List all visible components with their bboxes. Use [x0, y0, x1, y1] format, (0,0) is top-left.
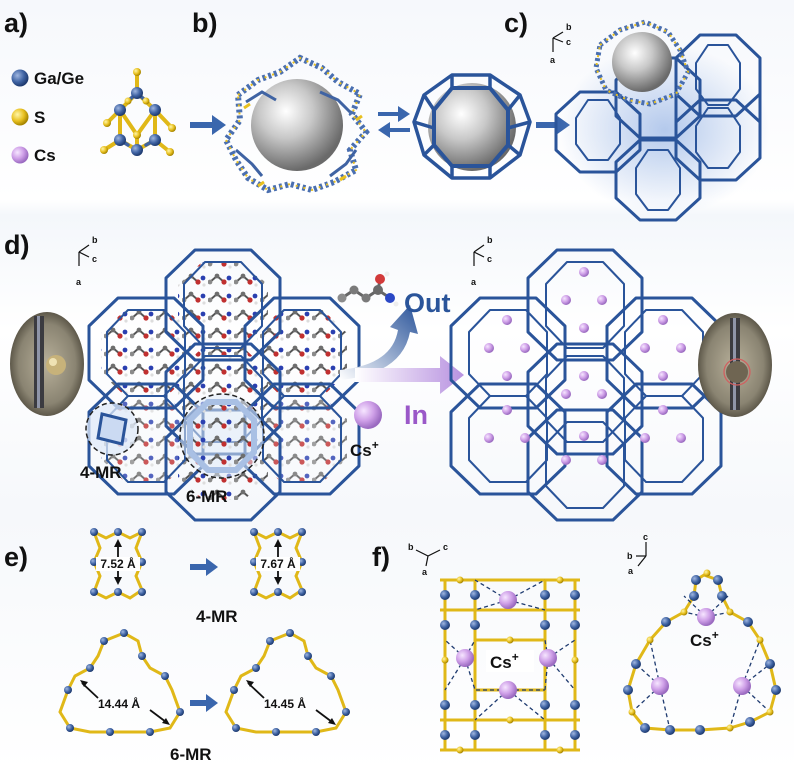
in-arrow	[355, 356, 464, 394]
axis-a-label-d2: a	[471, 277, 477, 287]
crystal-photo-right	[698, 313, 772, 417]
cs-coordination-ring-right: Cs+	[623, 569, 781, 735]
four-mr-label-e: 4-MR	[196, 607, 238, 626]
axis-b-label-d1: b	[92, 235, 98, 245]
axis-c-label-f2: c	[643, 532, 648, 542]
four-ring-highlight	[85, 402, 139, 456]
cs-ion-label-f1: Cs+	[490, 650, 519, 672]
axis-triad-f-right: c b a	[627, 532, 648, 576]
axis-c-label-d2: c	[487, 254, 492, 264]
axis-a-label-f1: a	[422, 567, 428, 577]
six-ring-after: 14.45 Å	[224, 629, 350, 736]
in-label: In	[404, 400, 428, 430]
dimension-6mr-after: 14.45 Å	[264, 696, 306, 711]
organic-molecule-out	[337, 271, 399, 307]
axis-c-label-c: c	[566, 37, 571, 47]
cage-polyhedron	[412, 73, 532, 180]
arrow-a-to-b	[190, 115, 226, 135]
panel-d-label: d)	[4, 230, 29, 260]
panel-c-label: c)	[504, 8, 528, 38]
dimension-6mr-before: 14.44 Å	[98, 696, 140, 711]
six-mr-label-e: 6-MR	[170, 745, 212, 764]
axis-c-label-f1: c	[443, 542, 448, 552]
legend-gage-swatch	[11, 69, 29, 87]
axis-c-label-d1: c	[92, 254, 97, 264]
six-mr-label-d: 6-MR	[186, 487, 228, 506]
six-ring-before: 14.44 Å	[58, 629, 184, 736]
cage-with-sphere	[222, 54, 370, 194]
dimension-4mr-after: 7.67 Å	[260, 556, 296, 571]
sodalite-framework-d-left	[87, 248, 361, 522]
arrow-e-4mr	[190, 558, 218, 576]
axis-b-label-f1: b	[408, 542, 414, 552]
axis-triad-d-right: b c a	[471, 235, 493, 287]
legend-gage-label: Ga/Ge	[34, 69, 84, 88]
axis-b-label-f2: b	[627, 551, 633, 561]
supertetrahedral-cluster	[100, 68, 176, 156]
axis-a-label-d1: a	[76, 277, 82, 287]
cs-ion-label-d: Cs+	[350, 438, 379, 460]
arrow-e-6mr	[190, 694, 218, 712]
crystal-photo-left	[10, 312, 84, 416]
out-arrow	[340, 305, 418, 380]
panel-f-label: f)	[372, 542, 390, 572]
axis-a-label-c: a	[550, 55, 556, 65]
cs-coordination-cluster-left: Cs+	[440, 576, 580, 754]
panel-a-label: a)	[4, 8, 28, 38]
four-ring-after: 7.67 Å	[250, 528, 306, 600]
four-ring-before: 7.52 Å	[90, 528, 146, 600]
panel-e-label: e)	[4, 542, 28, 572]
axis-triad-f-left: b c a	[408, 542, 448, 577]
panel-b-label: b)	[192, 8, 217, 38]
dimension-4mr-before: 7.52 Å	[100, 556, 136, 571]
equilibrium-arrows	[378, 106, 410, 138]
cage-with-sphere-c	[593, 19, 691, 107]
sodalite-framework-d-right	[449, 248, 723, 522]
axis-a-label-f2: a	[628, 566, 634, 576]
legend-cs-label: Cs	[34, 146, 56, 165]
axis-b-label-c: b	[566, 22, 572, 32]
axis-b-label-d2: b	[487, 235, 493, 245]
cs-cations	[484, 267, 686, 465]
axis-triad-c: b c a	[550, 22, 572, 65]
out-label: Out	[404, 288, 451, 318]
six-ring-highlight	[179, 393, 265, 479]
legend-s-swatch	[11, 108, 29, 126]
cs-ion-symbol	[354, 401, 382, 429]
axis-triad-d-left: b c a	[76, 235, 98, 287]
legend-cs-swatch	[11, 146, 29, 164]
cs-ion-label-f2: Cs+	[690, 628, 719, 650]
legend-s-label: S	[34, 108, 45, 127]
four-mr-label-d: 4-MR	[80, 463, 122, 482]
